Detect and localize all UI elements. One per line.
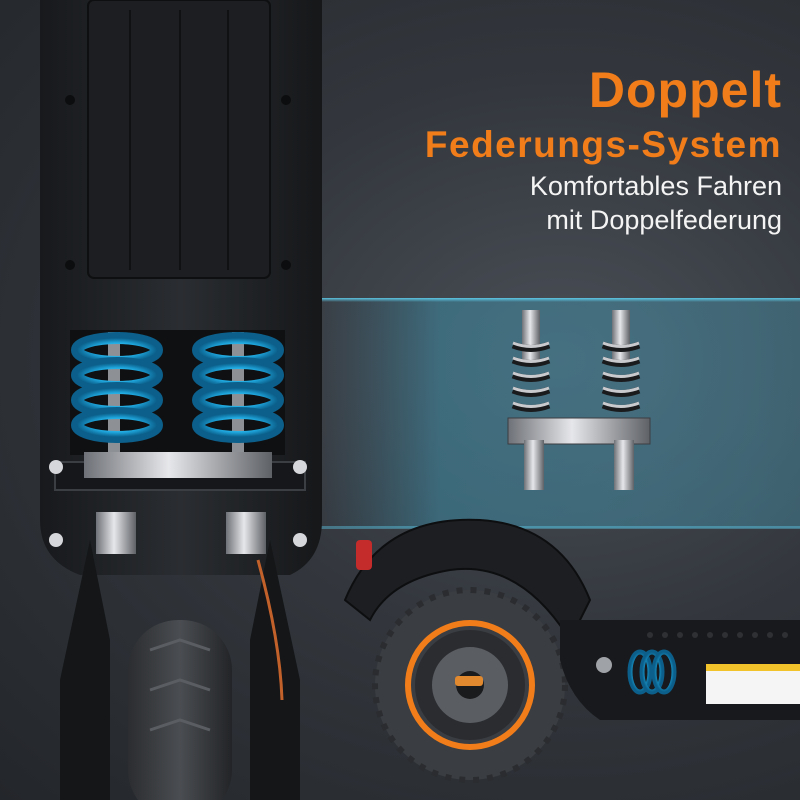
headline-line-1: Doppelt [588, 62, 782, 118]
rear-spring-icon [627, 649, 677, 695]
highlight-band [320, 298, 800, 529]
subtitle-line-1: Komfortables Fahren [529, 171, 782, 201]
subtitle-line-2: mit Doppelfederung [546, 205, 782, 235]
suspension-spring-icon [71, 332, 284, 452]
scooter-wheel-image [343, 518, 800, 783]
headline-line-2: Federungs-System [424, 124, 782, 165]
shock-absorber-image [507, 310, 651, 490]
